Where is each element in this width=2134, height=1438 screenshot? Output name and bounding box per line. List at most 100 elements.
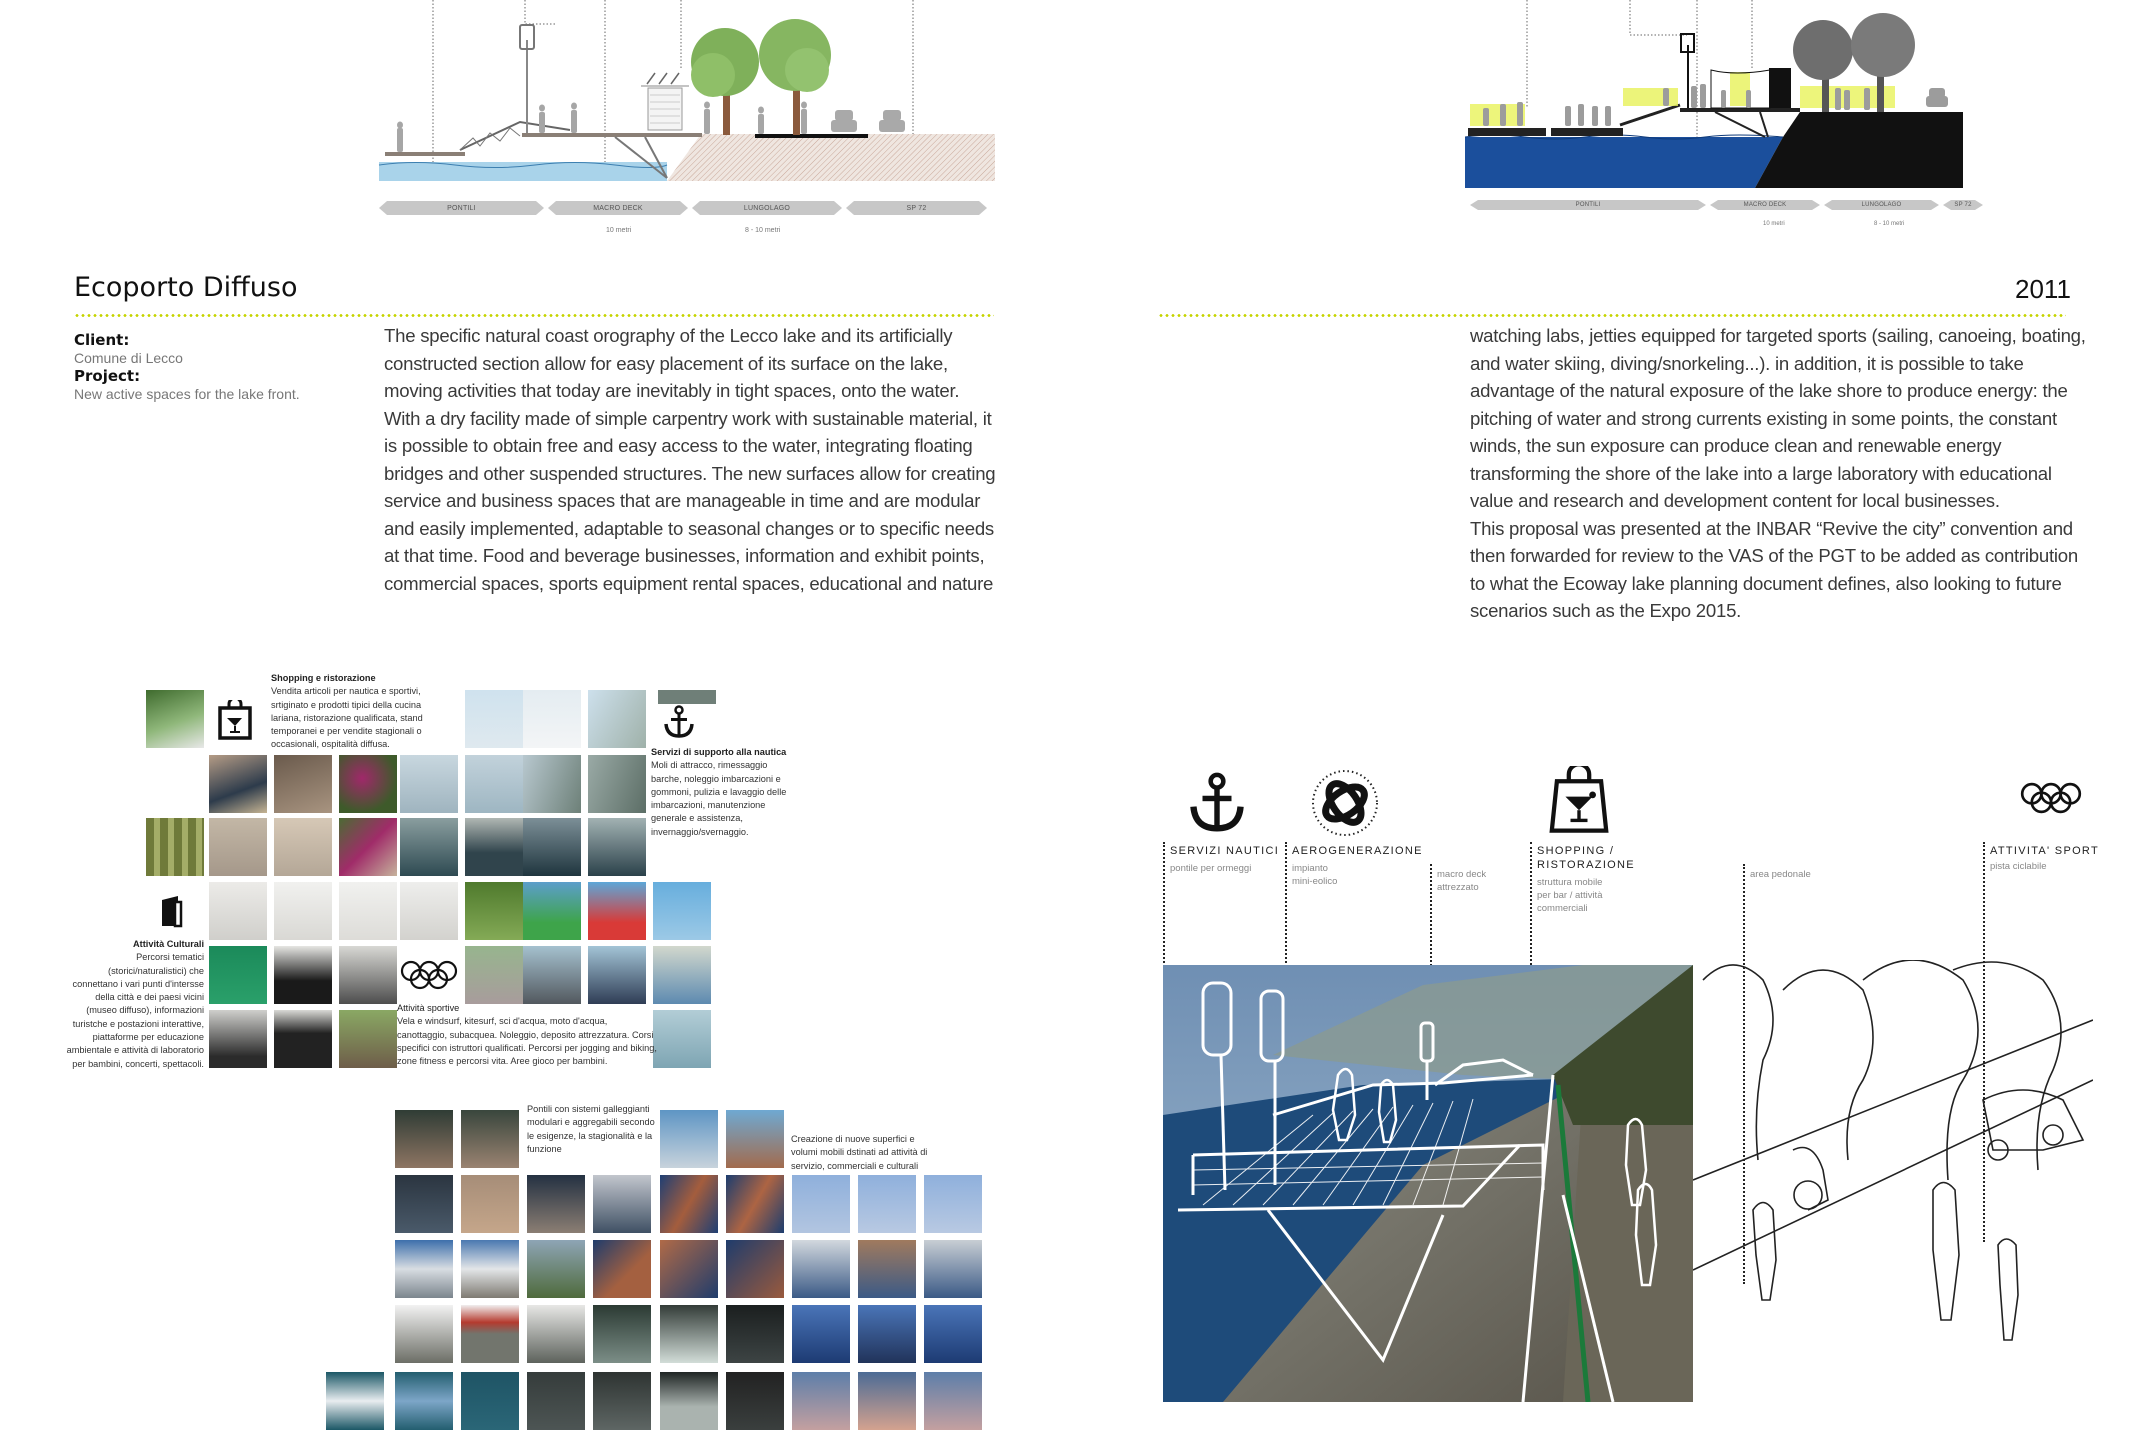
photo-tile [924,1175,982,1233]
photo-tile [593,1305,651,1363]
photo-tile [523,946,581,1004]
photo-tile [527,1372,585,1430]
photo-tile [653,1010,711,1068]
photo-tile [146,818,204,876]
photo-tile [660,1110,718,1168]
caption-sportive: Attività sportive Vela e windsurf, kites… [397,1002,657,1068]
photo-tile [461,1175,519,1233]
photo-tile [527,1175,585,1233]
photo-tile [726,1175,784,1233]
section-illustration-night [1465,0,1963,188]
photo-tile [209,1010,267,1068]
zone-pontili: PONTILI [379,201,544,215]
photo-tile [726,1305,784,1363]
photo-tile [588,818,646,876]
category-subtitle: impianto mini-eolico [1292,863,1338,887]
paragraph: The specific natural coast orography of … [384,325,960,401]
photo-tile [660,1305,718,1363]
paragraph: watching labs, jetties equipped for targ… [1470,325,2086,511]
caption-pontili: Pontili con sistemi galleggianti modular… [527,1103,655,1156]
photo-tile [858,1372,916,1430]
zone-pontili: PONTILI [1470,200,1706,210]
photo-tile [593,1372,651,1430]
lakefront-sketch-overlay [1163,965,1693,1402]
zone-measure-macro-deck: 10 metri [606,227,632,234]
photo-tile [588,755,646,813]
photo-tile [461,1240,519,1298]
photo-tile [726,1110,784,1168]
paragraph: With a dry facility made of simple carpe… [384,407,996,594]
caption-text: Vendita articoli per nautica e sportivi,… [271,686,423,750]
zone-lungolago: LUNGOLAGO [692,201,842,215]
photo-tile [400,755,458,813]
caption-title: Shopping e ristorazione [271,673,376,683]
leader-line [1530,842,1532,977]
zone-measure-macro-deck: 10 metri [1763,221,1785,227]
photo-tile [523,818,581,876]
photo-tile [209,818,267,876]
client-value: Comune di Lecco [74,350,183,366]
divider-dotted-left [74,314,994,317]
category-title: AEROGENERAZIONE [1292,845,1423,857]
photo-tile [395,1240,453,1298]
photo-tile [653,946,711,1004]
lakefront-render-photo [1163,965,1693,1402]
photo-tile [858,1240,916,1298]
photo-tile [209,755,267,813]
wind-turbine-icon [1310,768,1380,843]
category-title: ATTIVITA' SPORT [1990,845,2099,857]
zone-macro-deck: MACRO DECK [548,201,688,215]
photo-tile [339,755,397,813]
photo-tile [465,755,523,813]
project-label: Project: [74,367,141,385]
category-subtitle: pontile per ormeggi [1170,863,1252,874]
zone-bar-left: PONTILI MACRO DECK LUNGOLAGO SP 72 [379,201,991,215]
body-text-left: The specific natural coast orography of … [384,322,996,597]
caption-text: Pontili con sistemi galleggianti modular… [527,1104,655,1154]
photo-tile [339,1010,397,1068]
photo-tile [660,1175,718,1233]
photo-tile [274,946,332,1004]
shopping-bag-cocktail-icon [218,696,252,745]
photo-tile [588,946,646,1004]
leader-line [1430,864,1432,994]
caption-text: Percorsi tematici (storici/naturalistici… [66,952,204,1069]
photo-tile [588,882,646,940]
photo-tile [339,882,397,940]
photo-tile [588,690,646,748]
leader-line [1743,864,1745,1284]
zone-bar-right: PONTILI MACRO DECK LUNGOLAGO SP 72 [1470,200,2025,210]
caption-title: Attività Culturali [133,939,204,949]
photo-tile [395,1372,453,1430]
olympic-rings-icon [2020,782,2082,819]
photo-tile [523,882,581,940]
project-meta: Client: Comune di Lecco Project: New act… [74,331,344,403]
photo-tile [792,1305,850,1363]
photo-tile [339,818,397,876]
project-value: New active spaces for the lake front. [74,386,300,402]
photo-tile [658,690,716,704]
zone-measure-lungolago: 8 - 10 metri [1874,221,1905,227]
zone-lungolago: LUNGOLAGO [1824,200,1939,210]
paragraph: This proposal was presented at the INBAR… [1470,517,2078,622]
photo-tile [465,882,523,940]
photo-tile [461,1110,519,1168]
category-subtitle: struttura mobile per bar / attività comm… [1537,877,1603,914]
photo-tile [274,1010,332,1068]
anchor-icon [663,705,695,744]
photo-tile [465,690,523,748]
photo-tile [858,1175,916,1233]
caption-shopping: Shopping e ristorazione Vendita articoli… [271,672,451,752]
zone-sp72: SP 72 [1943,200,1983,210]
caption-culturali: Attività Culturali Percorsi tematici (st… [66,938,204,1071]
photo-tile [792,1175,850,1233]
photo-tile [660,1372,718,1430]
zone-sp72: SP 72 [846,201,987,215]
photo-tile [527,1305,585,1363]
photo-tile [924,1372,982,1430]
photo-tile [653,882,711,940]
photo-tile [523,690,581,748]
section-illustration [378,0,995,181]
section-drawing-right [1465,0,2025,195]
category-title: SERVIZI NAUTICI [1170,845,1280,857]
